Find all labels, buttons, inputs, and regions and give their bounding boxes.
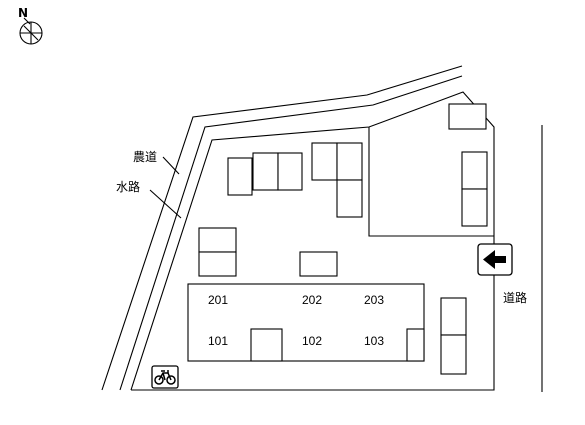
unit-202: 202 xyxy=(302,293,322,307)
parking-space xyxy=(440,334,467,375)
parking-space xyxy=(336,142,363,181)
building-outline xyxy=(187,283,425,362)
parking-space xyxy=(227,157,253,196)
parking-space xyxy=(198,227,237,253)
waterway-label: 水路 xyxy=(116,179,140,194)
road-label: 道路 xyxy=(503,290,527,305)
bicycle-parking-icon xyxy=(151,365,179,389)
parking-spaces xyxy=(198,103,488,375)
parking-space xyxy=(311,142,338,181)
parking-space xyxy=(198,251,237,277)
parking-space xyxy=(461,151,488,190)
unit-201: 201 xyxy=(208,293,228,307)
parking-space xyxy=(448,103,487,130)
parking-space xyxy=(299,251,338,277)
left-arrow-icon xyxy=(477,243,513,276)
farm-road-lines xyxy=(101,65,463,391)
unit-103: 103 xyxy=(364,334,384,348)
parking-space xyxy=(336,179,363,218)
building-stairwell xyxy=(250,328,283,362)
compass-north-icon: N xyxy=(18,6,43,45)
compass-letter: N xyxy=(18,6,28,20)
unit-101: 101 xyxy=(208,334,228,348)
unit-203: 203 xyxy=(364,293,384,307)
waterway-leader xyxy=(149,189,182,219)
parking-space xyxy=(277,152,303,191)
apartment-building: 201 202 203 101 102 103 xyxy=(187,283,425,362)
unit-102: 102 xyxy=(302,334,322,348)
parking-space xyxy=(252,152,279,191)
inner-partition xyxy=(368,127,494,237)
farm-road-label: 農道 xyxy=(133,150,157,164)
parking-space xyxy=(461,188,488,227)
property-boundary xyxy=(130,91,495,391)
parking-space xyxy=(440,297,467,336)
building-stairwell xyxy=(406,328,425,362)
farm-road-leader xyxy=(162,156,180,175)
